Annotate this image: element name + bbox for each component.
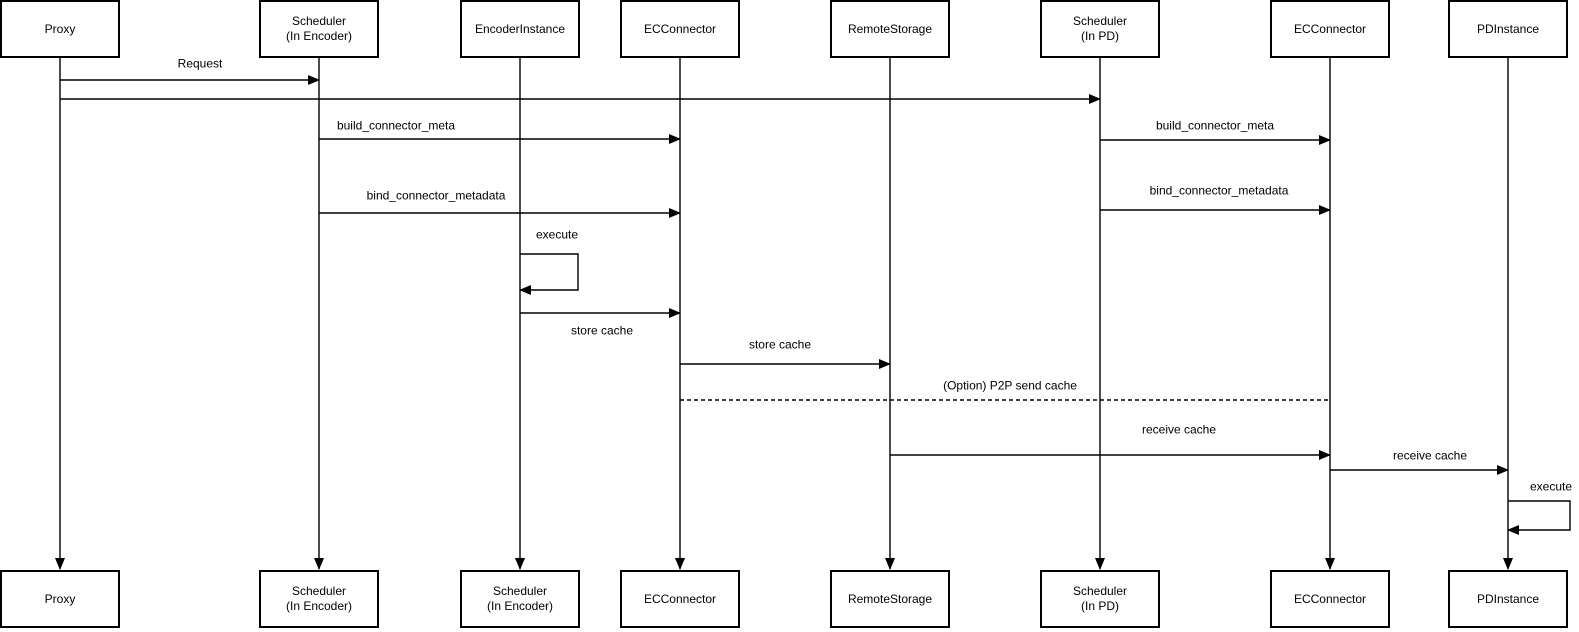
message-label-7: store cache [746, 337, 814, 352]
participant-label: Scheduler (In PD) [1072, 14, 1128, 43]
participant-box-top-0: Proxy [0, 0, 120, 58]
participant-box-bottom-3: ECConnector [620, 570, 740, 628]
participant-box-bottom-4: RemoteStorage [830, 570, 950, 628]
participant-box-top-7: PDInstance [1448, 0, 1568, 58]
participant-label: Scheduler (In Encoder) [285, 584, 353, 613]
participant-box-top-6: ECConnector [1270, 0, 1390, 58]
self-message-loop-0 [519, 253, 579, 295]
participant-box-bottom-1: Scheduler (In Encoder) [259, 570, 379, 628]
message-label-0: Request [175, 56, 225, 71]
participant-box-bottom-7: PDInstance [1448, 570, 1568, 628]
participant-box-top-3: ECConnector [620, 0, 740, 58]
participant-label: RemoteStorage [847, 591, 933, 606]
participant-label: Proxy [44, 591, 76, 606]
participant-box-bottom-0: Proxy [0, 570, 120, 628]
message-label-4: build_connector_meta [1153, 118, 1277, 133]
participant-label: Scheduler (In Encoder) [486, 584, 554, 613]
participant-label: ECConnector [1293, 21, 1367, 36]
participant-label: PDInstance [1476, 591, 1540, 606]
participant-box-bottom-2: Scheduler (In Encoder) [460, 570, 580, 628]
participant-box-bottom-5: Scheduler (In PD) [1040, 570, 1160, 628]
participant-label: RemoteStorage [847, 21, 933, 36]
message-label-8: (Option) P2P send cache [941, 378, 1079, 393]
participant-box-bottom-6: ECConnector [1270, 570, 1390, 628]
participant-label: Scheduler (In PD) [1072, 584, 1128, 613]
participant-label: ECConnector [643, 591, 717, 606]
message-label-3: bind_connector_metadata [364, 188, 508, 203]
participant-label: ECConnector [643, 21, 717, 36]
self-message-label-0: execute [533, 227, 581, 242]
participant-label: EncoderInstance [474, 21, 566, 36]
participant-label: ECConnector [1293, 591, 1367, 606]
participant-label: PDInstance [1476, 21, 1540, 36]
message-label-10: receive cache [1390, 448, 1470, 463]
message-label-9: receive cache [1139, 422, 1219, 437]
participant-box-top-2: EncoderInstance [460, 0, 580, 58]
message-label-6: store cache [568, 323, 636, 338]
participant-label: Proxy [44, 21, 76, 36]
participant-box-top-5: Scheduler (In PD) [1040, 0, 1160, 58]
self-message-label-1: execute [1527, 479, 1575, 494]
message-label-5: bind_connector_metadata [1147, 183, 1291, 198]
message-label-2: build_connector_meta [334, 118, 458, 133]
participant-label: Scheduler (In Encoder) [285, 14, 353, 43]
self-message-loop-1 [1507, 500, 1571, 535]
participant-box-top-1: Scheduler (In Encoder) [259, 0, 379, 58]
participant-box-top-4: RemoteStorage [830, 0, 950, 58]
